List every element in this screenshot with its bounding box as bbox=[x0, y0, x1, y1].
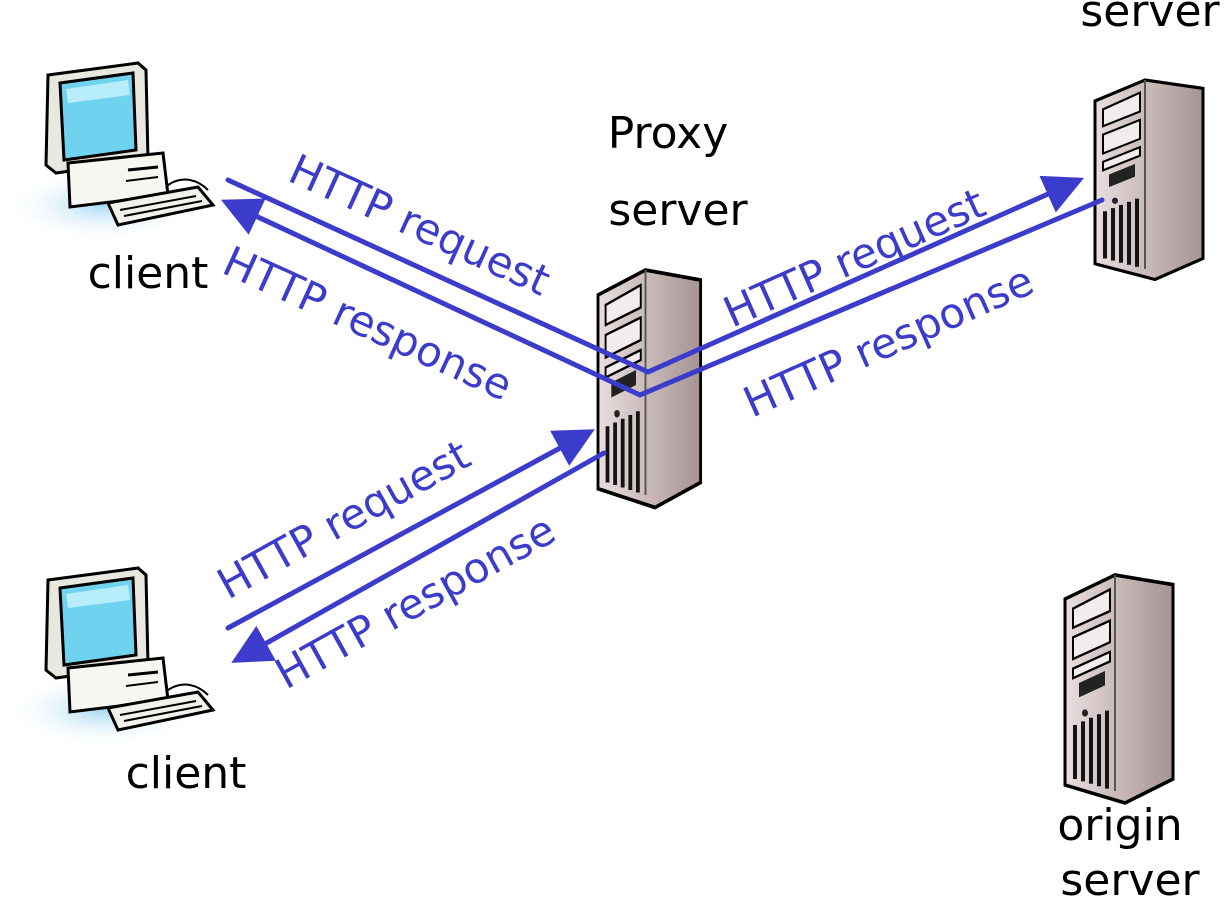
arrow-bl-request bbox=[225, 429, 595, 631]
origin-server-bottom-icon bbox=[1065, 575, 1173, 803]
origin-server-top-icon bbox=[1095, 80, 1203, 280]
proxy-label-line2: server bbox=[608, 185, 748, 236]
client-bottom-icon bbox=[1, 566, 215, 750]
arrow-tl-request bbox=[225, 177, 651, 375]
origin-bottom-label-line2: server bbox=[1060, 855, 1200, 900]
proxy-label-line1: Proxy bbox=[608, 108, 729, 159]
arrow-bl-response bbox=[231, 450, 607, 663]
arrow-tl-response bbox=[220, 198, 643, 398]
origin-top-label: server bbox=[1080, 0, 1220, 37]
client-bottom-label: client bbox=[126, 748, 247, 799]
arrow-tr-request bbox=[645, 175, 1085, 375]
client-top-label: client bbox=[88, 248, 209, 299]
origin-bottom-label-line1: origin bbox=[1057, 800, 1182, 851]
client-top-icon bbox=[1, 61, 215, 245]
arrow-tr-response bbox=[637, 197, 1105, 398]
